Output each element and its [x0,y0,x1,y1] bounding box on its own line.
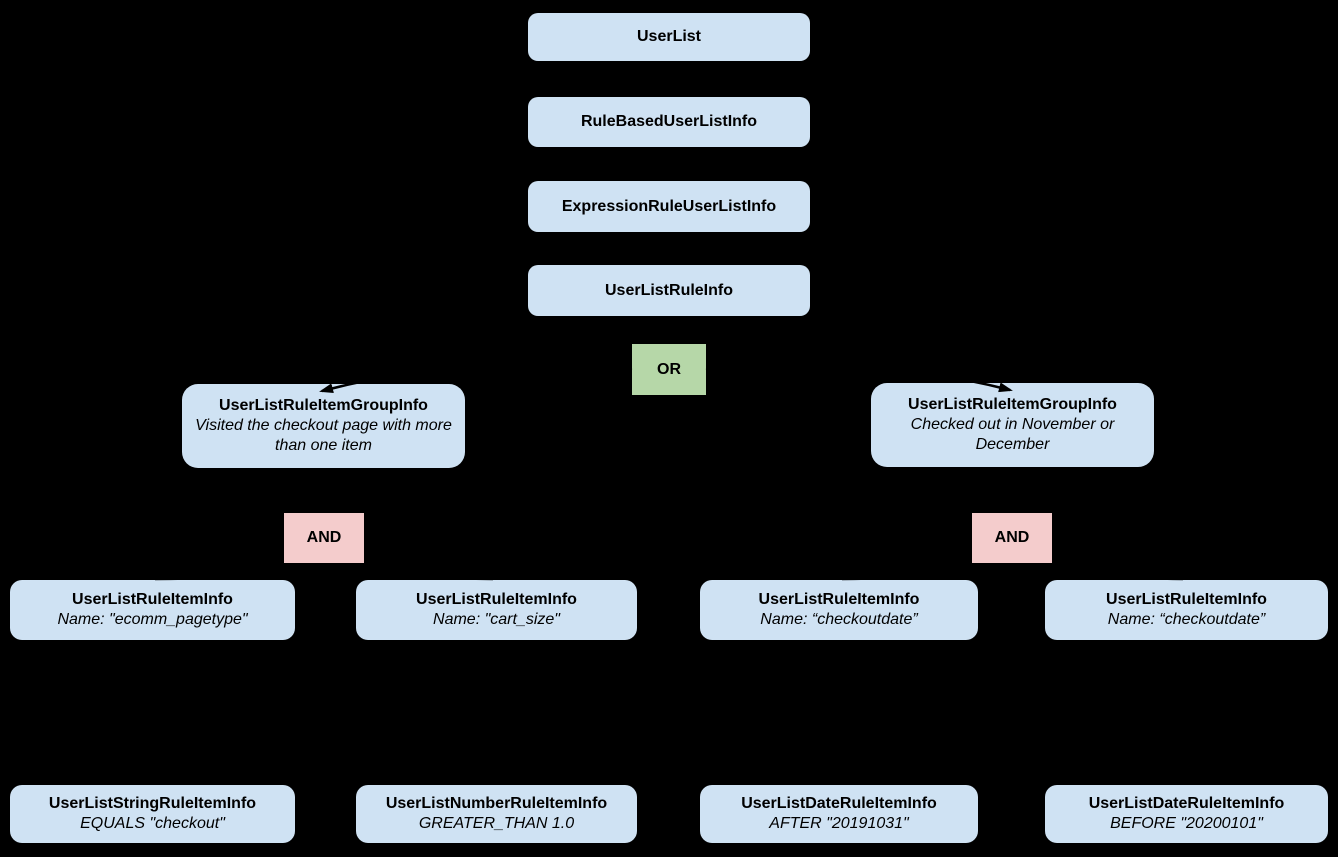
rule-item-title: UserListRuleItemInfo [1106,591,1267,608]
rule-item-node-ecomm-pagetype: UserListRuleItemInfo Name: "ecomm_pagety… [10,580,295,640]
operand-node-date-after: UserListDateRuleItemInfo AFTER "20191031… [700,785,978,843]
rule-item-title: UserListRuleItemInfo [416,591,577,608]
connector-and-left-leaf-1 [154,562,326,581]
node-userlistruleinfo: UserListRuleInfo [528,265,810,316]
rule-item-title: UserListRuleItemInfo [758,591,920,608]
node-expressionruleuserlistinfo-label: ExpressionRuleUserListInfo [561,197,777,215]
rule-item-subtitle: Name: "ecomm_pagetype" [57,611,248,628]
node-rulebaseduserlistinfo-label: RuleBasedUserListInfo [580,113,758,130]
rule-item-subtitle: Name: “checkoutdate” [760,611,918,628]
operand-node-string: UserListStringRuleItemInfo EQUALS "check… [10,785,295,843]
node-userlist-label: UserList [636,28,702,45]
operand-title: UserListStringRuleItemInfo [48,795,257,812]
connector-and-right-leaf-3 [841,562,1014,581]
operand-node-date-before: UserListDateRuleItemInfo BEFORE "2020010… [1045,785,1328,843]
rule-item-title: UserListRuleItemInfo [72,591,233,608]
and-operator-right-label: AND [994,529,1030,546]
node-rulebaseduserlistinfo: RuleBasedUserListInfo [528,97,810,147]
group-node-left: UserListRuleItemGroupInfo Visited the ch… [182,384,465,468]
operand-subtitle: AFTER "20191031" [769,815,909,832]
node-userlistruleinfo-label: UserListRuleInfo [604,281,733,299]
operand-node-number: UserListNumberRuleItemInfo GREATER_THAN … [356,785,637,843]
and-operator-right: AND [972,513,1052,563]
group-node-left-description: Visited the checkout page with more than… [195,417,452,454]
node-userlist: UserList [528,13,810,61]
node-expressionruleuserlistinfo: ExpressionRuleUserListInfo [528,181,810,232]
group-node-right: UserListRuleItemGroupInfo Checked out in… [871,383,1154,467]
operand-title: UserListDateRuleItemInfo [1088,795,1285,812]
operand-subtitle: GREATER_THAN 1.0 [418,815,575,832]
rule-item-node-checkoutdate-2: UserListRuleItemInfo Name: “checkoutdate… [1045,580,1328,640]
connector-and-left-leaf-2 [322,562,494,581]
rule-item-node-cart-size: UserListRuleItemInfo Name: "cart_size" [356,580,637,640]
or-operator: OR [632,344,706,395]
connector-and-right-leaf-4 [1010,562,1184,581]
operand-subtitle: BEFORE "20200101" [1110,815,1263,832]
rule-item-subtitle: Name: “checkoutdate” [1107,611,1266,628]
rule-item-subtitle: Name: "cart_size" [433,611,560,628]
operand-subtitle: EQUALS "checkout" [80,815,225,832]
operand-title: UserListNumberRuleItemInfo [385,795,608,812]
and-operator-left-label: AND [306,529,342,546]
rule-item-node-checkoutdate-1: UserListRuleItemInfo Name: “checkoutdate… [700,580,978,640]
group-node-left-title: UserListRuleItemGroupInfo [219,397,428,414]
operand-title: UserListDateRuleItemInfo [741,795,937,812]
and-operator-left: AND [284,513,364,563]
or-operator-label: OR [657,360,681,378]
group-node-right-title: UserListRuleItemGroupInfo [908,396,1117,413]
group-node-right-description: Checked out in November or December [910,416,1115,453]
